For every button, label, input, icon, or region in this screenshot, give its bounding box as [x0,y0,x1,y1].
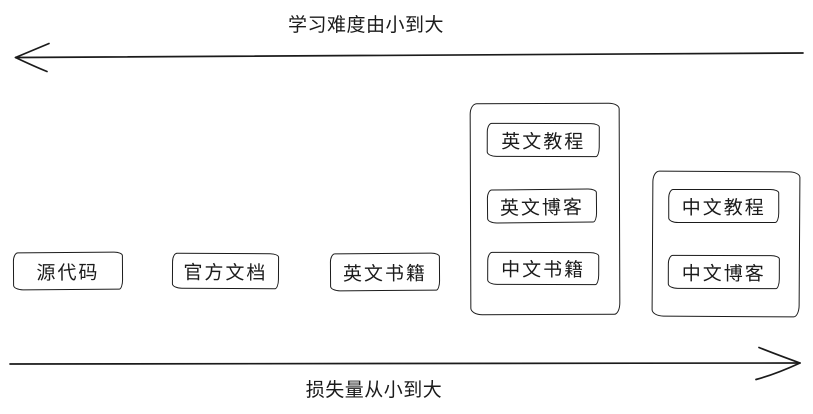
left-pointing-arrow [14,42,804,73]
box-english-tutorials-label: 英文教程 [501,130,586,153]
box-english-books-label: 英文书籍 [342,262,428,285]
group-chinese-resources: 中文教程 中文博客 [651,170,801,318]
box-chinese-tutorials: 中文教程 [668,188,780,224]
box-chinese-books-label: 中文书籍 [501,258,586,282]
top-axis-label: 学习难度由小到大 [287,14,445,36]
box-english-blogs-label: 英文博客 [499,196,585,219]
box-source-code: 源代码 [12,251,124,291]
box-official-docs: 官方文档 [171,252,280,290]
box-chinese-books: 中文书籍 [487,251,600,286]
bottom-axis-label: 损失量从小到大 [305,379,443,401]
box-source-code-label: 源代码 [36,261,100,284]
box-chinese-tutorials-label: 中文教程 [681,196,766,219]
box-official-docs-label: 官方文档 [183,261,268,284]
box-english-tutorials: 英文教程 [486,122,600,158]
group-english-resources: 英文教程 英文博客 中文书籍 [469,102,621,316]
box-english-books: 英文书籍 [329,252,441,292]
box-english-blogs: 英文博客 [486,188,598,224]
box-chinese-blogs: 中文博客 [667,254,780,290]
box-chinese-blogs-label: 中文博客 [681,262,766,285]
